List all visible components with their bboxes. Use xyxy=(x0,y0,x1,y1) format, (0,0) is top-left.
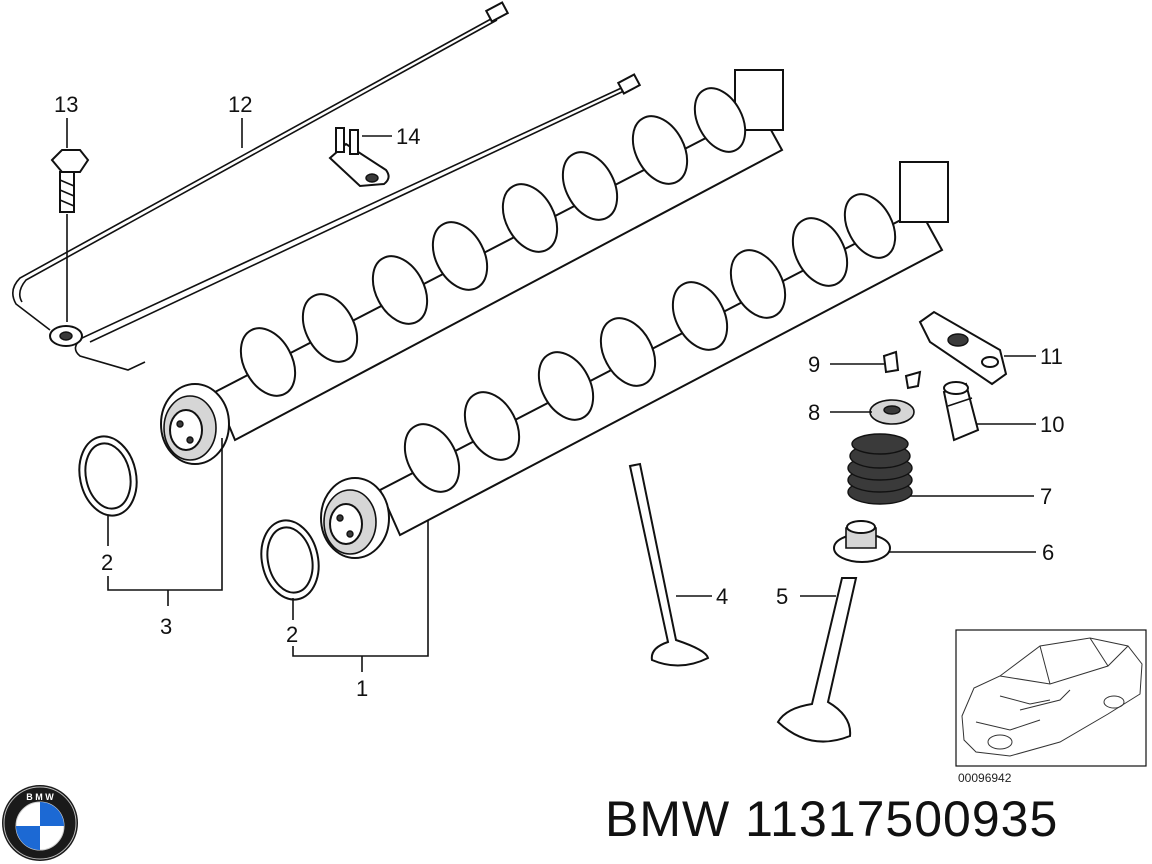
callout-6: 6 xyxy=(1042,540,1054,565)
callout-10: 10 xyxy=(1040,412,1064,437)
ring-2-upper xyxy=(78,435,138,517)
spring-retainer-8 xyxy=(869,399,915,425)
callout-13: 13 xyxy=(54,92,78,117)
callout-9: 9 xyxy=(808,352,820,377)
callout-14: 14 xyxy=(396,124,420,149)
rocker-arm-11 xyxy=(918,310,1008,386)
callout-8: 8 xyxy=(808,400,820,425)
valve-4 xyxy=(628,462,710,667)
vehicle-inset: 00096942 xyxy=(955,629,1147,785)
callout-7: 7 xyxy=(1040,484,1052,509)
callout-2-upper: 2 xyxy=(101,550,113,575)
leader-lines xyxy=(107,118,1036,672)
callout-5: 5 xyxy=(776,584,788,609)
bracket-14 xyxy=(328,127,392,188)
logo-lettering: B M W xyxy=(26,792,54,802)
callout-12: 12 xyxy=(228,92,252,117)
callout-2-lower: 2 xyxy=(286,622,298,647)
oil-line-12 xyxy=(12,1,642,371)
valve-spring-7 xyxy=(847,433,913,505)
camshaft-lower xyxy=(320,161,949,559)
bmw-logo: B M W xyxy=(2,785,78,861)
part-number-title: BMW 11317500935 xyxy=(605,791,1059,847)
callout-11: 11 xyxy=(1040,344,1063,369)
valve-5 xyxy=(776,577,858,743)
callout-1: 1 xyxy=(356,676,368,701)
ring-2-lower xyxy=(260,519,320,601)
car-silhouette xyxy=(961,637,1143,757)
bolt-13 xyxy=(50,118,90,322)
inset-code: 00096942 xyxy=(958,771,1012,785)
callout-4: 4 xyxy=(716,584,728,609)
callout-3: 3 xyxy=(160,614,172,639)
valve-seal-6 xyxy=(833,520,891,563)
callouts: 13 12 14 2 3 2 1 4 5 6 7 8 9 10 11 xyxy=(54,92,1064,701)
camshaft-upper xyxy=(160,69,784,465)
lifter-10 xyxy=(942,381,980,442)
valve-keeper-9 xyxy=(882,350,922,390)
